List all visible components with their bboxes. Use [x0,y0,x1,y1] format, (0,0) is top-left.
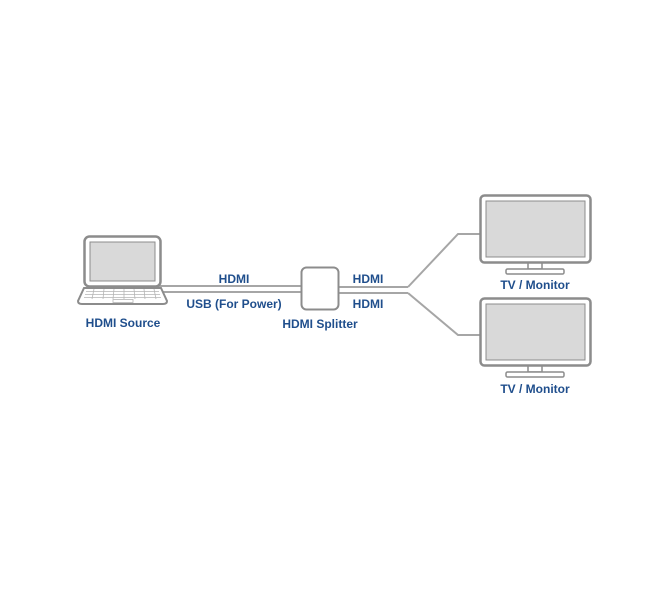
hdmi-splitter-label: HDMI Splitter [282,317,358,331]
display-label-bottom: TV / Monitor [500,382,570,396]
display-label-top: TV / Monitor [500,278,570,292]
hdmi-output-cable-bottom-branch [407,292,482,336]
splitter-box-icon [300,266,340,311]
hdmi-output-label-top: HDMI [353,272,384,286]
hdmi-output-cable-top-branch [407,233,482,288]
monitor-icon [479,194,592,275]
output-cables [338,233,482,336]
usb-power-label: USB (For Power) [186,297,281,311]
monitor-icon [479,297,592,378]
hdmi-source-label: HDMI Source [86,316,161,330]
hdmi-output-label-bottom: HDMI [353,297,384,311]
input-cables [150,285,302,293]
hdmi-input-label: HDMI [219,272,250,286]
laptop-icon [76,235,169,305]
